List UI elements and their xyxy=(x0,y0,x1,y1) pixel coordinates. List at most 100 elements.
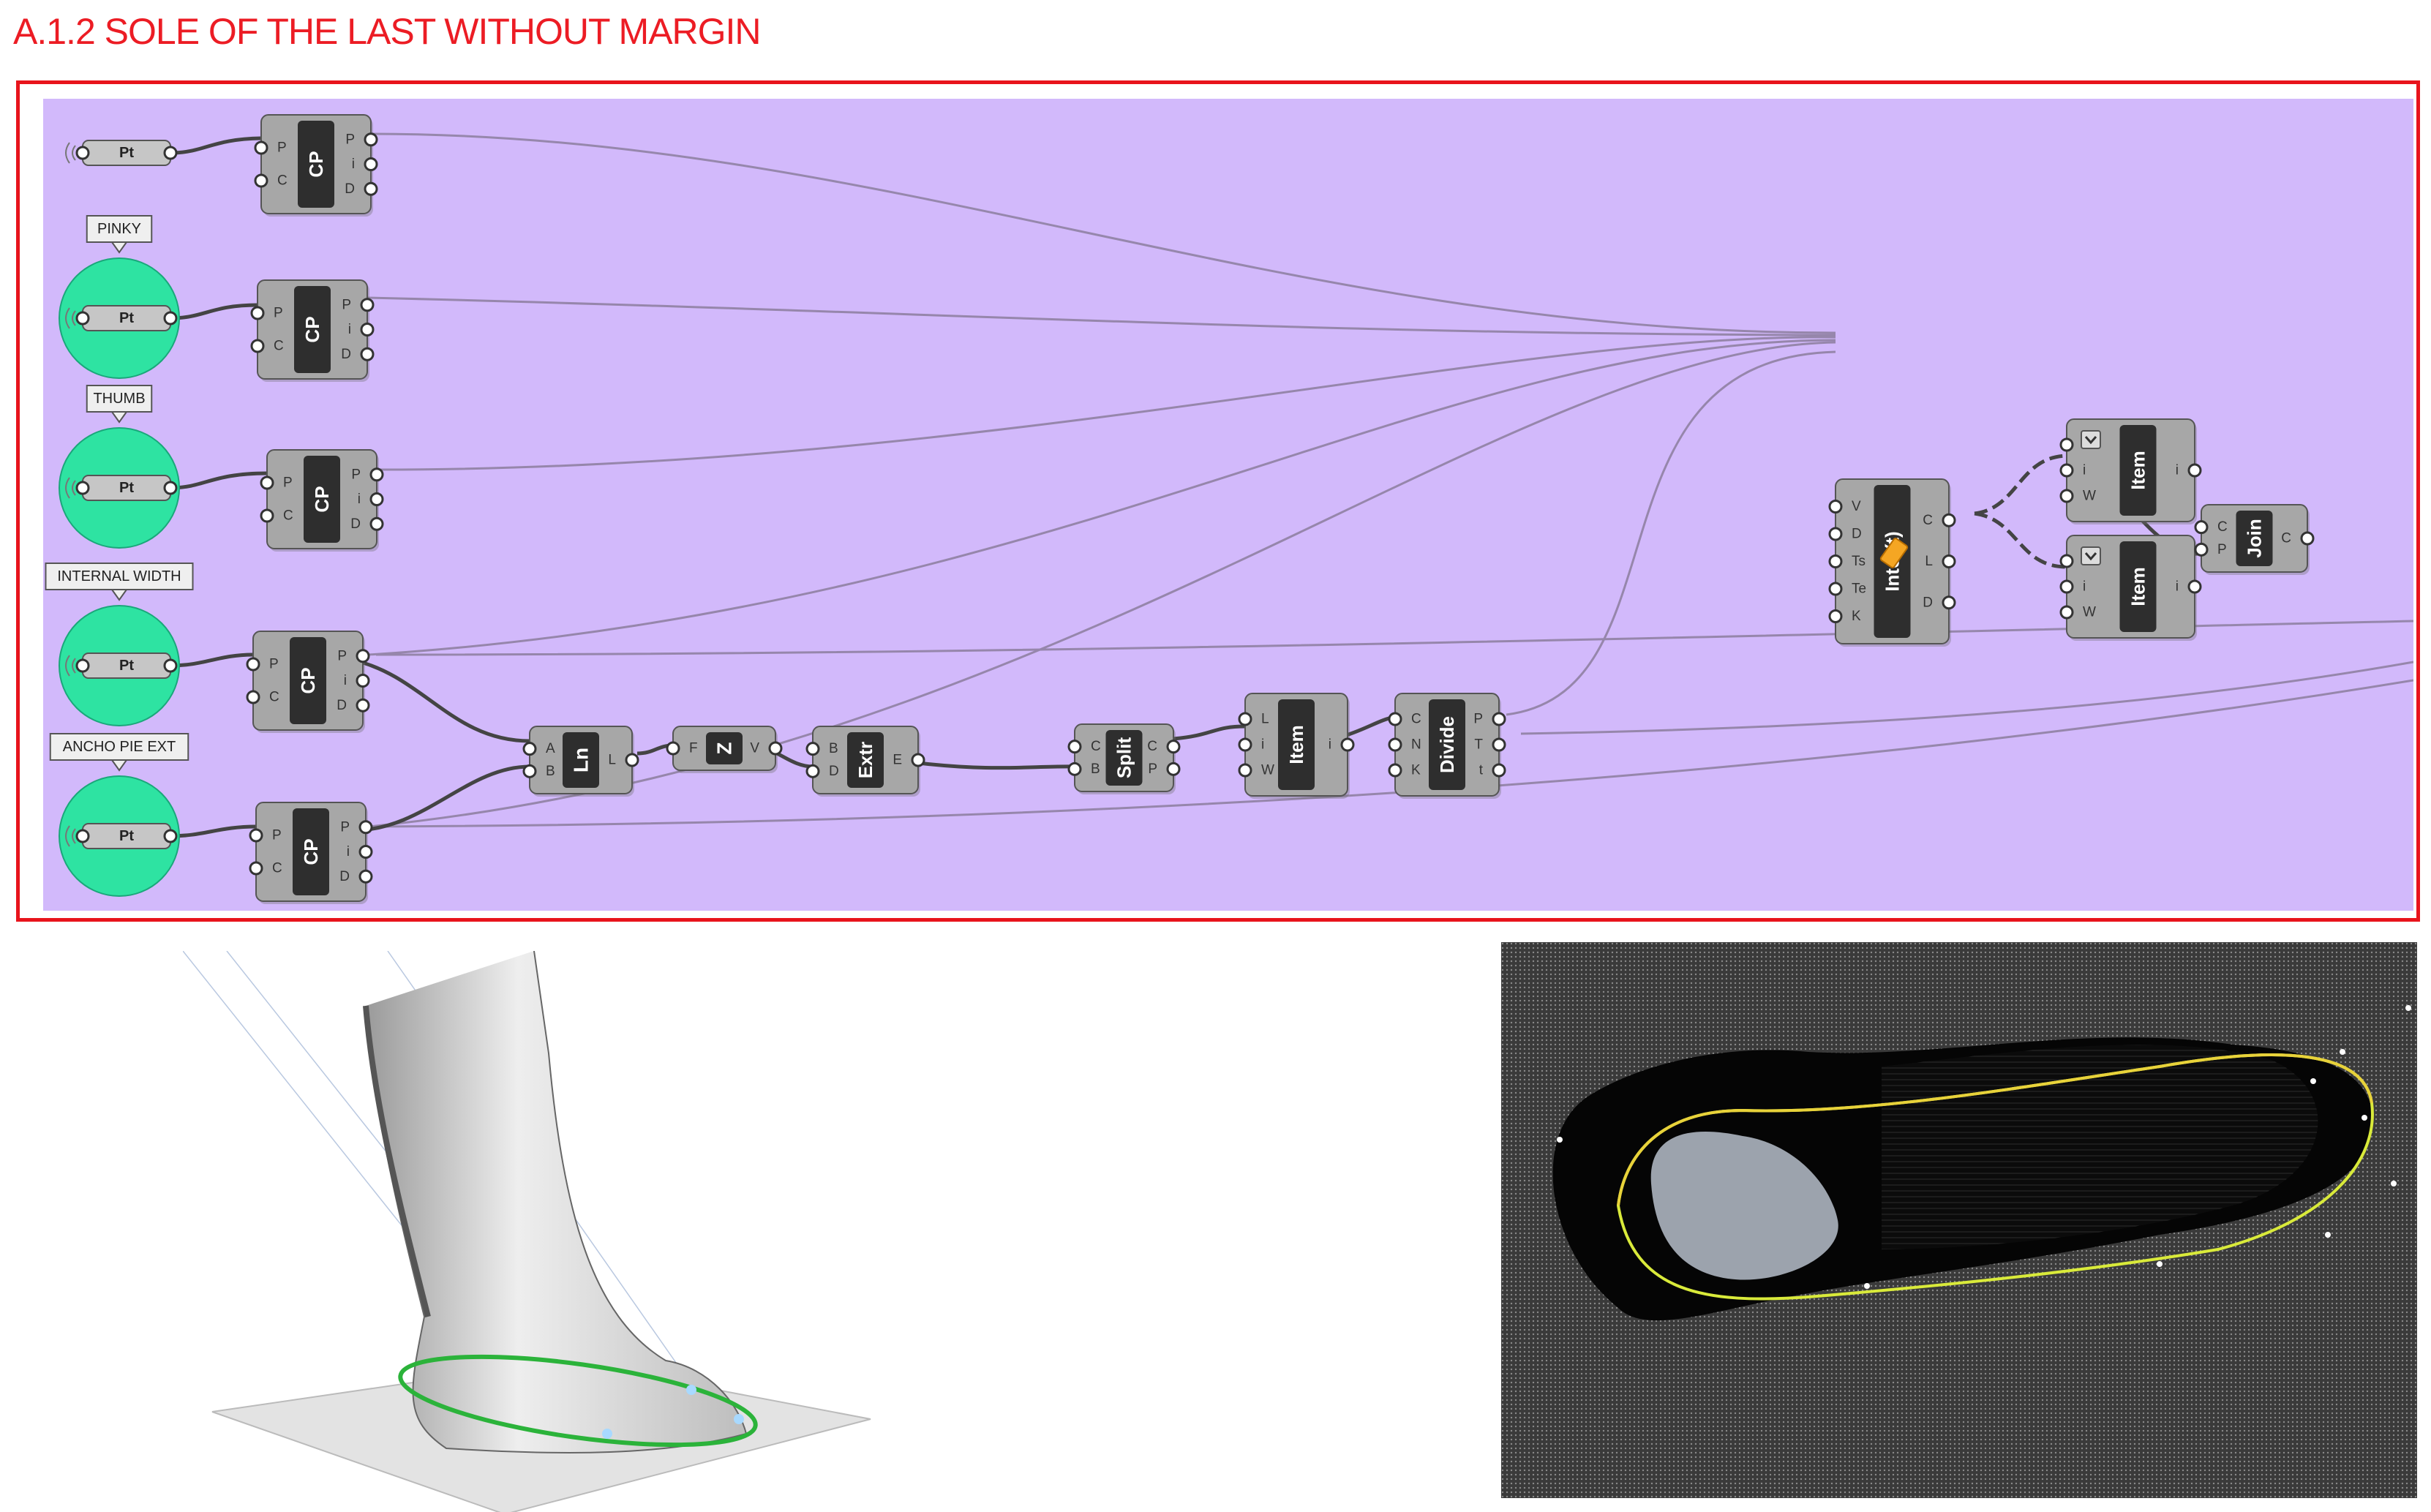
point-param-2-input-port[interactable] xyxy=(75,311,90,326)
split-component-output-port[interactable] xyxy=(1166,761,1181,776)
cp-component-3-output-port[interactable] xyxy=(369,492,384,506)
group-thumb[interactable]: THUMB xyxy=(59,385,180,549)
cp-component-1-output-port[interactable] xyxy=(364,132,378,147)
cp-component-2-output-port[interactable] xyxy=(360,323,375,336)
z-component-output-port[interactable] xyxy=(768,741,783,756)
point-param-3[interactable]: Pt xyxy=(65,475,178,501)
extr-component-input-port[interactable] xyxy=(805,764,820,778)
cp-component-1-output-port[interactable] xyxy=(364,157,378,171)
cp-component-5-output-port[interactable] xyxy=(358,820,373,835)
cp-component-4-input-port[interactable] xyxy=(246,657,260,672)
group-ancho-pie-ext[interactable]: ANCHO PIE EXT xyxy=(49,733,189,897)
reverse-toggle-icon-1[interactable] xyxy=(2081,430,2101,449)
item-component-2-output-port[interactable] xyxy=(2187,463,2202,478)
cp-component-2-input-port[interactable] xyxy=(250,339,265,353)
join-component-output-port[interactable] xyxy=(2300,531,2315,546)
divide-component-input-port[interactable] xyxy=(1388,737,1402,752)
ln-component-input-port[interactable] xyxy=(522,742,537,756)
point-param-2[interactable]: Pt xyxy=(65,305,178,331)
split-component-input-port[interactable] xyxy=(1067,761,1082,776)
cp-component-1-output-port[interactable] xyxy=(364,181,378,196)
cp-component-2-output-port[interactable] xyxy=(360,347,375,361)
group-pinky[interactable]: PINKY xyxy=(59,215,180,379)
divide-component-input-port[interactable] xyxy=(1388,763,1402,778)
cp-component-1-input-port[interactable] xyxy=(254,140,268,155)
point-param-5-input-port[interactable] xyxy=(75,829,90,843)
divide-component-input-port[interactable] xyxy=(1388,712,1402,726)
interpolate-component-output-port[interactable] xyxy=(1942,513,1956,527)
join-component-input-port[interactable] xyxy=(2194,542,2209,557)
interpolate-component-output-port[interactable] xyxy=(1942,595,1956,610)
cp-component-5-output-port[interactable] xyxy=(358,869,373,884)
item-component-3-input-port[interactable] xyxy=(2059,579,2074,594)
item-component-2-input-port[interactable] xyxy=(2059,463,2074,478)
divide-component-output-port[interactable] xyxy=(1492,712,1506,726)
point-param-2-output-port[interactable] xyxy=(163,311,178,326)
join-component-input-port[interactable] xyxy=(2194,520,2209,535)
point-param-3-output-port[interactable] xyxy=(163,481,178,495)
point-param-1-output-port[interactable] xyxy=(163,146,178,160)
interpolate-component-output-port[interactable] xyxy=(1942,554,1956,568)
split-component-output-port[interactable] xyxy=(1166,740,1181,754)
item-component-1-input-port[interactable] xyxy=(1238,712,1252,726)
interpolate-component-input-port[interactable] xyxy=(1828,500,1843,514)
interpolate-component-input-port[interactable] xyxy=(1828,609,1843,623)
cp-component-4-input-port[interactable] xyxy=(246,690,260,704)
point-param-3-input-port[interactable] xyxy=(75,481,90,495)
point-param-4[interactable]: Pt xyxy=(65,652,178,679)
item-component-3-output-port[interactable] xyxy=(2187,579,2202,594)
item-component-3-input-port[interactable] xyxy=(2059,554,2074,568)
extr-component-output-port[interactable] xyxy=(911,753,925,767)
interpolate-component-input-port[interactable] xyxy=(1828,527,1843,541)
split-component-input-port[interactable] xyxy=(1067,740,1082,754)
ln-component-output-port[interactable] xyxy=(625,753,639,767)
divide-component-output-port[interactable] xyxy=(1492,763,1506,778)
point-param-4-output-port[interactable] xyxy=(163,658,178,673)
point-param-4-input-port[interactable] xyxy=(75,658,90,673)
cp-component-4-output-port[interactable] xyxy=(356,674,370,688)
cp-component-3-input-port[interactable] xyxy=(260,475,274,490)
item-component-2-input-port[interactable] xyxy=(2059,489,2074,503)
cp-component-4-output-port[interactable] xyxy=(356,698,370,712)
point-param-5-output-port[interactable] xyxy=(163,829,178,843)
cp-component-3-output-port[interactable] xyxy=(369,516,384,531)
ln-component-input-port[interactable] xyxy=(522,764,537,778)
cp-component-2-input-port[interactable] xyxy=(250,306,265,320)
interpolate-component-input-port[interactable] xyxy=(1828,582,1843,596)
extr-component-input-port[interactable] xyxy=(805,742,820,756)
cp-component-4-output-port[interactable] xyxy=(356,649,370,663)
cp-component-5-input-port[interactable] xyxy=(249,861,263,876)
point-param-1-input-port[interactable] xyxy=(75,146,90,160)
z-component-input-port[interactable] xyxy=(666,741,680,756)
cp-component-2-output-port[interactable] xyxy=(360,298,375,312)
group-internal-width[interactable]: INTERNAL WIDTH xyxy=(45,563,194,726)
item-component-1-input-port[interactable] xyxy=(1238,737,1252,752)
cp-component-1-input-port[interactable] xyxy=(254,173,268,188)
cp-component-5-output-port[interactable] xyxy=(358,845,373,859)
item-component-3-input-port[interactable] xyxy=(2059,605,2074,620)
reverse-toggle-icon-2[interactable] xyxy=(2081,546,2101,565)
item-component-1-output-port[interactable] xyxy=(1340,737,1355,752)
interpolate-component-input-port[interactable] xyxy=(1828,554,1843,568)
cp-component-5-input-port[interactable] xyxy=(249,828,263,843)
cp-component-3-input-port[interactable] xyxy=(260,508,274,523)
cp-component-3-output-port[interactable] xyxy=(369,467,384,482)
item-component-2-input-port[interactable] xyxy=(2059,437,2074,452)
divide-component-output-port[interactable] xyxy=(1492,737,1506,752)
item-component-1-input-port[interactable] xyxy=(1238,763,1252,778)
point-param-1[interactable]: Pt xyxy=(65,140,178,166)
